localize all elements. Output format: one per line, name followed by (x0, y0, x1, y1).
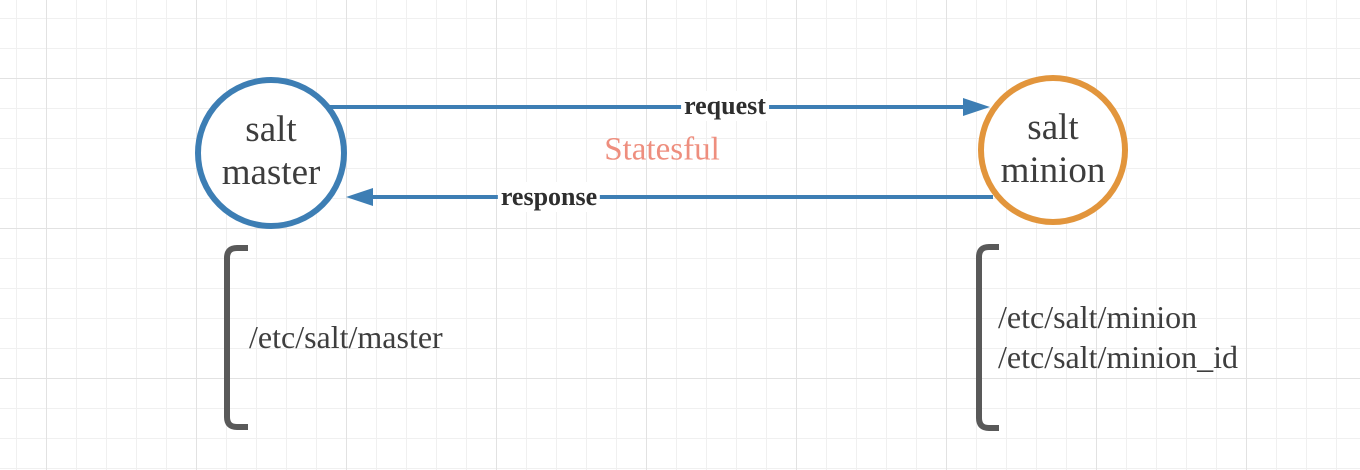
request-arrowhead-icon (963, 98, 990, 116)
master-config-files: /etc/salt/master (249, 317, 443, 357)
response-edge-label: response (497, 182, 601, 212)
salt-master-label-line1: salt (245, 109, 297, 150)
minion-config-bracket (976, 244, 999, 431)
response-arrowhead-icon (346, 188, 373, 206)
salt-master-node-circle (195, 77, 347, 229)
salt-master-label: salt master (161, 108, 381, 194)
master-config-file-path: /etc/salt/master (249, 319, 443, 355)
minion-config-file-path: /etc/salt/minion (998, 299, 1198, 335)
minion-config-files: /etc/salt/minion /etc/salt/minion_id (998, 297, 1238, 377)
salt-master-label-line2: master (221, 152, 321, 193)
minion-id-config-file-path: /etc/salt/minion_id (998, 339, 1238, 375)
request-edge-label: request (681, 91, 769, 121)
salt-minion-label-line2: minion (1000, 150, 1106, 191)
salt-minion-label-line1: salt (1027, 107, 1079, 148)
salt-minion-label: salt minion (943, 106, 1163, 192)
salt-minion-node-circle (978, 75, 1128, 225)
statesful-annotation: Statesful (604, 131, 720, 168)
master-config-bracket (224, 245, 248, 430)
